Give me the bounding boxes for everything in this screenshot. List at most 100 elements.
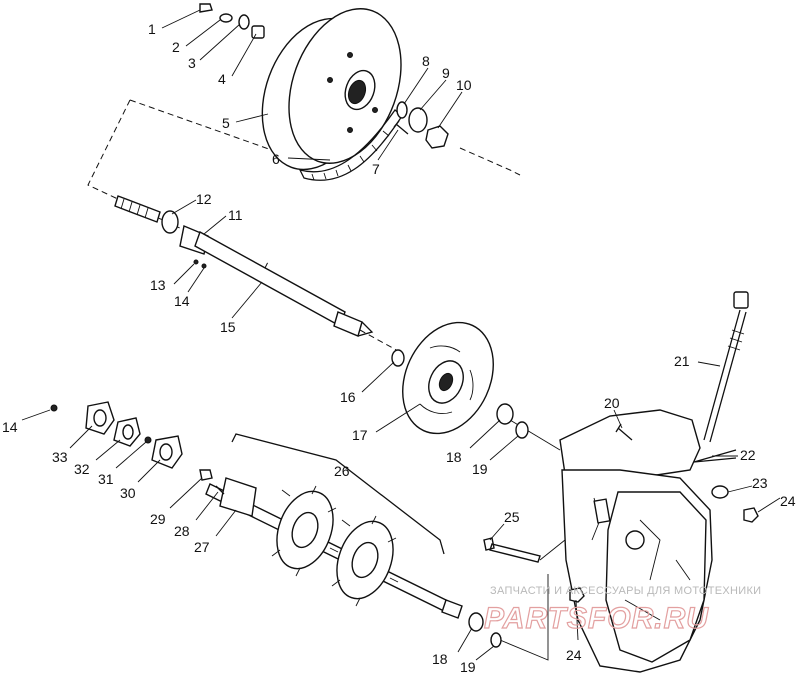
leader-18a (469, 419, 501, 449)
screw-20 (615, 423, 633, 441)
dipstick-spring (727, 329, 745, 351)
track-sprocket-right (331, 515, 399, 607)
leader-32 (95, 439, 121, 461)
leader-29 (169, 477, 203, 509)
bearing-housing-27 (219, 477, 257, 517)
callout-30: 30 (120, 485, 136, 501)
grease-fitting-29 (199, 469, 213, 481)
bearing-18-lower (468, 612, 484, 632)
washer-2 (219, 13, 233, 23)
leader-19a (489, 435, 519, 461)
small-fastener-group (199, 3, 265, 39)
sprocket-right-teeth (331, 515, 399, 607)
leader-9 (419, 79, 447, 111)
leader-7 (377, 129, 399, 161)
callout-16: 16 (340, 389, 356, 405)
screw-14-lower (50, 404, 58, 412)
nut-24-right (743, 507, 759, 523)
drive-shaft-group (205, 433, 463, 619)
drive-chain-links (311, 130, 390, 181)
leader-12 (171, 199, 197, 215)
washer-31 (144, 436, 152, 444)
leader-21 (697, 361, 721, 367)
callout-33: 33 (52, 449, 68, 465)
chaincase-housing (559, 409, 713, 673)
spacer-4 (251, 25, 265, 39)
bolt-1 (199, 3, 213, 13)
driven-pulley-group (261, 8, 402, 171)
sprocket-left-inner (291, 511, 319, 549)
callout-leaders (21, 9, 781, 661)
callout-2: 2 (172, 39, 180, 55)
callout-24b: 24 (566, 647, 582, 663)
callout-17: 17 (352, 427, 368, 443)
plug-23 (711, 485, 729, 499)
pulley-front-sheave (288, 8, 402, 164)
leader-14a (187, 267, 205, 293)
brake-disc-slots (419, 345, 474, 415)
callout-32: 32 (74, 461, 90, 477)
leader-10 (437, 91, 463, 129)
pulley-hub-inner (347, 79, 367, 105)
leader-24b (575, 599, 579, 641)
jackshaft-splined-end (114, 195, 161, 223)
callout-21: 21 (674, 353, 690, 369)
leader-14b (21, 409, 51, 421)
washer-9 (408, 107, 428, 133)
nut-10 (425, 125, 449, 149)
callout-1: 1 (148, 21, 156, 37)
track-sprocket-left (271, 485, 339, 577)
pulley-bolt-hole-4 (372, 107, 378, 113)
leader-11 (203, 215, 227, 235)
watermark-tagline: ЗАПЧАСТИ И АКСЕССУАРЫ ДЛЯ МОТОТЕХНИКИ (490, 585, 761, 597)
bearing-18-upper (496, 403, 514, 425)
leader-33 (69, 425, 93, 449)
washer-3 (238, 14, 250, 30)
leader-18b (457, 627, 473, 653)
watermark-logo: PARTSFOR.RU (484, 602, 709, 635)
pulley-fastener-group (393, 101, 449, 149)
o-ring-19-lower (490, 632, 502, 648)
flange-30-bore (159, 443, 173, 461)
o-ring-19-upper (515, 421, 529, 439)
leader-25 (489, 523, 505, 541)
callout-11: 11 (228, 207, 243, 223)
callout-25: 25 (504, 509, 520, 525)
leader-2 (185, 19, 221, 47)
leader-17 (375, 403, 421, 433)
callout-13: 13 (150, 277, 166, 293)
dipstick-cap (733, 291, 749, 309)
brake-disc-bore (438, 372, 454, 392)
dipstick-21 (703, 291, 749, 443)
sprocket-right-inner (351, 541, 379, 579)
drive-shaft-bracket-26 (231, 433, 445, 555)
callout-23: 23 (752, 475, 768, 491)
callout-19a: 19 (472, 461, 488, 477)
jackshaft-group (114, 195, 374, 337)
pulley-bolt-hole-3 (347, 127, 353, 133)
dashed-boundary-shaft (359, 329, 401, 353)
jackshaft-body (194, 230, 346, 328)
screw-13 (193, 259, 199, 265)
screw-14 (201, 263, 207, 269)
washer-8 (396, 101, 408, 119)
callout-6: 6 (272, 151, 280, 167)
callout-8: 8 (422, 53, 430, 69)
leader-24a (757, 497, 781, 513)
callout-26: 26 (334, 463, 350, 479)
leader-1 (161, 9, 201, 29)
leader-30 (137, 459, 161, 483)
jackshaft-output-end (333, 311, 363, 337)
bearing-flange-group (50, 401, 225, 495)
callout-numbers: 1 2 3 4 5 6 7 8 9 10 11 12 13 14 15 16 1… (2, 21, 796, 675)
callout-3: 3 (188, 55, 196, 71)
callout-7: 7 (372, 161, 380, 177)
callout-22: 22 (740, 447, 756, 463)
callout-18b: 18 (432, 651, 448, 667)
callout-19b: 19 (460, 659, 476, 675)
callout-14a: 14 (174, 293, 190, 309)
leader-3 (199, 23, 241, 61)
leader-13 (173, 263, 195, 285)
flange-33-bore (93, 409, 107, 427)
